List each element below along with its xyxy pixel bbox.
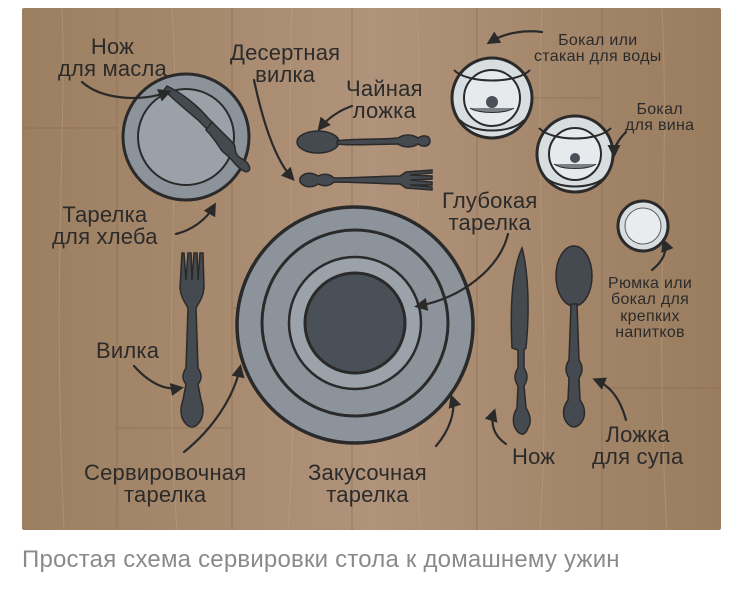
label-line: вилка — [255, 62, 316, 87]
label-line: для масла — [58, 56, 167, 81]
arrow-dessert-fork — [252, 78, 295, 181]
label-line: ложка — [352, 98, 416, 123]
bread-plate — [121, 72, 251, 202]
arrow-charger-plate — [182, 364, 245, 454]
arrow-appetizer-plate — [434, 394, 462, 448]
label-line: Вилка — [96, 338, 160, 363]
label-line: стакан для воды — [534, 48, 662, 66]
table-setting-diagram: Нож для масла Десертная вилка Чайная лож… — [22, 8, 721, 530]
label-line: для хлеба — [52, 224, 158, 249]
butter-knife — [163, 85, 251, 173]
wine-glass — [535, 114, 615, 194]
label-line: напитков — [615, 323, 685, 341]
main-plates — [235, 205, 475, 445]
label-line: Бокал или — [558, 32, 638, 49]
label-shot-glass: Рюмка или бокал для крепких напитков — [608, 275, 693, 341]
label-fork: Вилка — [96, 340, 159, 362]
label-line: Бокал — [636, 101, 683, 118]
label-line: тарелка — [123, 482, 207, 507]
label-teaspoon: Чайная ложка — [346, 78, 423, 122]
label-line: Чайная — [346, 76, 423, 101]
arrow-bread-plate — [174, 202, 216, 236]
arrow-teaspoon — [317, 104, 354, 132]
label-charger-plate: Сервировочная тарелка — [84, 462, 246, 506]
label-line: Закусочная — [308, 460, 427, 485]
shot-glass — [616, 199, 670, 253]
teaspoon — [296, 130, 431, 154]
arrow-wine-glass — [607, 130, 628, 158]
label-appetizer-plate: Закусочная тарелка — [308, 462, 427, 506]
soup-spoon — [555, 245, 593, 428]
label-line: для супа — [592, 444, 684, 469]
label-dessert-fork: Десертная вилка — [230, 42, 340, 86]
arrow-soup-plate — [414, 232, 510, 311]
label-butter-knife: Нож для масла — [58, 36, 167, 80]
label-line: Сервировочная — [84, 460, 247, 485]
diagram-canvas — [22, 8, 721, 530]
label-line: Нож — [90, 34, 135, 59]
label-wine-glass: Бокал для вина — [625, 101, 695, 135]
dessert-fork — [299, 169, 433, 191]
label-water-glass: Бокал или стакан для воды — [534, 32, 662, 66]
arrow-fork — [132, 364, 184, 397]
label-line: Ложка — [605, 422, 670, 447]
label-line: тарелка — [326, 482, 409, 507]
label-line: Нож — [512, 444, 556, 469]
image-caption: Простая схема сервировки стола к домашне… — [22, 546, 620, 573]
label-soup-plate: Глубокая тарелка — [442, 190, 537, 234]
label-line: для вина — [625, 117, 695, 135]
label-line: крепких — [620, 307, 680, 325]
arrow-knife — [484, 408, 508, 446]
arrow-water-glass — [486, 30, 544, 45]
label-soup-spoon: Ложка для супа — [592, 424, 683, 468]
pointer-arrows — [80, 30, 674, 454]
label-bread-plate: Тарелка для хлеба — [52, 204, 158, 248]
label-line: Тарелка — [62, 202, 148, 227]
soup-plate-bowl — [303, 271, 407, 375]
arrow-soup-spoon — [592, 377, 628, 422]
label-line: Рюмка или — [608, 275, 693, 292]
dinner-knife — [510, 245, 531, 435]
label-line: Глубокая — [442, 188, 538, 213]
label-knife: Нож — [512, 446, 555, 468]
label-line: бокал для — [610, 291, 690, 309]
label-line: Десертная — [230, 40, 341, 65]
arrow-shot-glass — [650, 238, 674, 272]
water-glass — [450, 56, 534, 140]
arrow-butter-knife — [80, 80, 172, 102]
dinner-fork — [179, 252, 205, 428]
label-line: тарелка — [448, 210, 531, 235]
